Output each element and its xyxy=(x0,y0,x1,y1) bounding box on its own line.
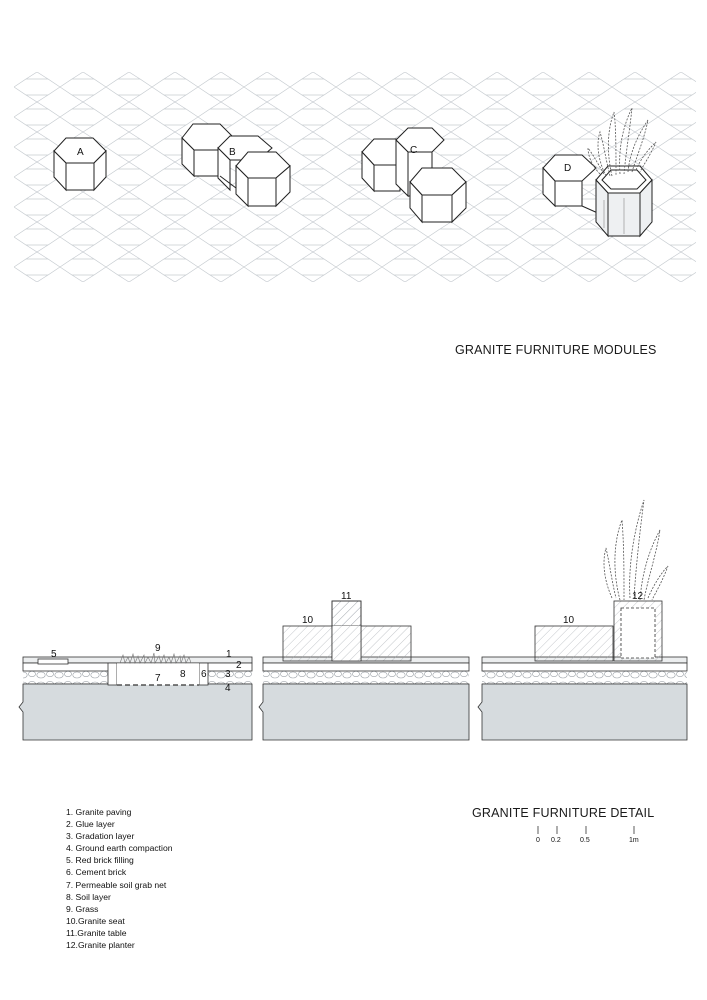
scale-bar: 0 0.2 0.5 1m xyxy=(536,826,639,844)
legend: 1. Granite paving 2. Glue layer 3. Grada… xyxy=(66,806,173,951)
scale-0-2: 0.2 xyxy=(551,837,561,844)
callout-1: 1 xyxy=(226,649,232,660)
module-label-c: C xyxy=(410,145,417,156)
legend-item: 7. Permeable soil grab net xyxy=(66,879,167,890)
scale-1m: 1m xyxy=(629,837,639,844)
scale-0: 0 xyxy=(536,837,540,844)
callout-8: 8 xyxy=(180,669,186,680)
section-number-labels: 1 2 3 4 5 6 7 8 9 10 11 10 12 xyxy=(51,591,644,694)
section-seat-table xyxy=(258,600,470,741)
module-label-b: B xyxy=(229,147,236,158)
callout-11: 11 xyxy=(341,591,352,602)
modules-title: GRANITE FURNITURE MODULES xyxy=(455,343,657,357)
legend-item: 10.Granite seat xyxy=(66,915,125,926)
callout-3: 3 xyxy=(225,669,231,680)
callout-10: 10 xyxy=(302,615,314,626)
callout-6: 6 xyxy=(201,669,207,680)
module-b xyxy=(181,123,291,208)
module-a xyxy=(53,137,107,192)
legend-item: 5. Red brick filling xyxy=(66,855,134,866)
module-c xyxy=(361,127,467,224)
section-plant-sketch xyxy=(603,499,669,601)
legend-item: 2. Glue layer xyxy=(66,819,115,830)
callout-5: 5 xyxy=(51,649,57,660)
legend-item: 12.Granite planter xyxy=(66,940,135,951)
module-label-a: A xyxy=(77,147,84,158)
planter-plant-sketch xyxy=(587,107,657,177)
callout-10b: 10 xyxy=(563,615,575,626)
callout-2: 2 xyxy=(236,660,242,671)
legend-item: 9. Grass xyxy=(66,903,99,914)
modules-axonometric: A B C D xyxy=(14,72,696,282)
callout-7: 7 xyxy=(155,673,161,684)
detail-title: GRANITE FURNITURE DETAIL xyxy=(472,806,655,820)
legend-item: 6. Cement brick xyxy=(66,867,127,878)
legend-item: 4. Ground earth compaction xyxy=(66,843,173,854)
section-seat-planter xyxy=(477,600,688,741)
callout-4: 4 xyxy=(225,683,231,694)
legend-item: 1. Granite paving xyxy=(66,807,132,817)
legend-item: 3. Gradation layer xyxy=(66,831,135,842)
callout-12: 12 xyxy=(632,591,644,602)
module-label-d: D xyxy=(564,163,571,174)
section-paving-grass xyxy=(18,652,253,741)
callout-9: 9 xyxy=(155,643,161,654)
module-d xyxy=(542,154,653,238)
scale-0-5: 0.5 xyxy=(580,837,590,844)
legend-item: 8. Soil layer xyxy=(66,891,111,902)
legend-item: 11.Granite table xyxy=(66,927,127,938)
module-labels: A B C D xyxy=(77,145,571,174)
